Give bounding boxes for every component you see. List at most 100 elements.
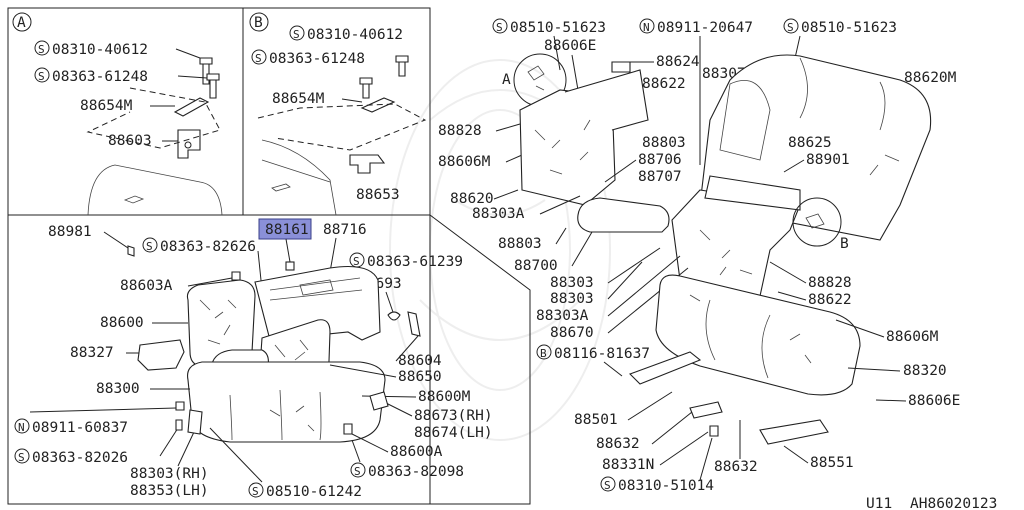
label-88700: 88700 [514,258,558,274]
label-88673-rh: 88673(RH) [414,408,493,424]
label-a-bolt: 08363-61248 [52,69,148,85]
label-bolt-61239: 08363-61239 [367,254,463,270]
bracket-part [759,419,829,445]
footer-ref: AH86020123 [910,496,997,510]
label-88670: 88670 [550,325,594,341]
bolt-icon [231,271,241,281]
svg-text:N: N [18,421,25,434]
svg-text:S: S [787,21,794,34]
label-88828-a: 88828 [438,123,482,139]
cover-part [173,97,210,117]
bolt-icon [175,419,183,431]
label-88327: 88327 [70,345,114,361]
bracket-part [689,401,723,419]
label-88674-lh: 88674(LH) [414,425,493,441]
label-bolt-82098: 08363-82098 [368,464,464,480]
label-88632-a: 88632 [596,436,640,452]
inset-a: A S 08310-40612 S 08363-61248 88654M 886… [12,12,223,216]
label-bolt-82026: 08363-82026 [32,450,128,466]
label-88303-rh: 88303(RH) [130,466,209,482]
seat-assembly-right: S 08510-51623 N 08911-20647 S 08510-5162… [438,18,960,494]
svg-text:S: S [38,43,45,56]
bolt-icon [359,77,373,99]
label-88600: 88600 [100,315,144,331]
label-b-bolt: 08363-61248 [269,51,365,67]
label-bolt-81637: 08116-81637 [554,346,650,362]
svg-text:S: S [38,70,45,83]
split-seatback-part [519,89,616,206]
highlight-88161 [258,218,312,240]
label-88716: 88716 [323,222,367,238]
hook-part [127,245,135,257]
seat-assembly-left: 88161 88716 88981 S 08363-82626 S 08363-… [14,218,493,500]
label-bolt-61242: 08510-61242 [266,484,362,500]
footer-code: U11 [866,496,892,510]
label-88501: 88501 [574,412,618,428]
label-88803-a: 88803 [642,135,686,151]
label-88303a-b: 88303A [536,308,589,324]
bolt-icon [343,423,353,435]
svg-text:S: S [252,485,259,498]
bracket-part [629,351,702,385]
label-88604: 88604 [398,353,442,369]
armrest-part [577,197,670,233]
trim-part [137,339,185,371]
bracket-part [177,129,201,159]
inset-frames [7,7,531,505]
label-88828-b: 88828 [808,275,852,291]
label-a-screw: 08310-40612 [52,42,148,58]
watermark [389,59,611,441]
label-nut-60837: 08911-60837 [32,420,128,436]
clip-part [285,261,295,271]
label-88606m-b: 88606M [886,329,939,345]
label-88600a: 88600A [390,444,443,460]
label-88625: 88625 [788,135,832,151]
label-b-screw: 08310-40612 [307,27,403,43]
svg-text:N: N [643,21,650,34]
label-a-cover: 88654M [80,98,133,114]
svg-text:S: S [604,479,611,492]
label-bolt-51623-a: 08510-51623 [510,20,606,36]
screw-icon [395,55,409,77]
bracket-part [407,311,421,337]
label-88606e-a: 88606E [544,38,596,54]
svg-text:S: S [146,240,153,253]
label-88331n: 88331N [602,457,654,473]
label-88600m: 88600M [418,389,471,405]
inset-a-letter: A [17,15,26,31]
label-88622-b: 88622 [808,292,852,308]
label-88320: 88320 [903,363,947,379]
seat-cushion-part [655,274,861,396]
hinge-part [369,391,389,411]
label-88161-highlight: 88161 [265,222,309,238]
label-nut-20647: 08911-20647 [657,20,753,36]
svg-text:B: B [540,347,547,360]
label-screw-51014: 08310-51014 [618,478,714,494]
svg-text:S: S [496,21,503,34]
label-88303a-a: 88303A [472,206,525,222]
label-88622-a: 88622 [642,76,686,92]
hinge-part [611,61,631,73]
screw-icon [709,425,719,437]
svg-text:S: S [293,28,300,41]
label-b-bracket: 88653 [356,187,400,203]
detail-b-letter: B [840,236,849,252]
seatback-frame-part [254,265,381,341]
svg-text:S: S [255,52,262,65]
detail-circle-b [792,197,842,247]
label-88707: 88707 [638,169,682,185]
label-bolt-82626: 08363-82626 [160,239,256,255]
label-88803-b: 88803 [498,236,542,252]
label-88603a: 88603A [120,278,173,294]
label-88606m-a: 88606M [438,154,491,170]
svg-text:S: S [18,451,25,464]
label-88303-b: 88303 [550,291,594,307]
label-88303-a: 88303 [550,275,594,291]
label-bolt-51623-b: 08510-51623 [801,20,897,36]
label-88620m: 88620M [904,70,957,86]
label-88551: 88551 [810,455,854,471]
svg-text:S: S [353,255,360,268]
label-88981: 88981 [48,224,92,240]
label-88620: 88620 [450,191,494,207]
